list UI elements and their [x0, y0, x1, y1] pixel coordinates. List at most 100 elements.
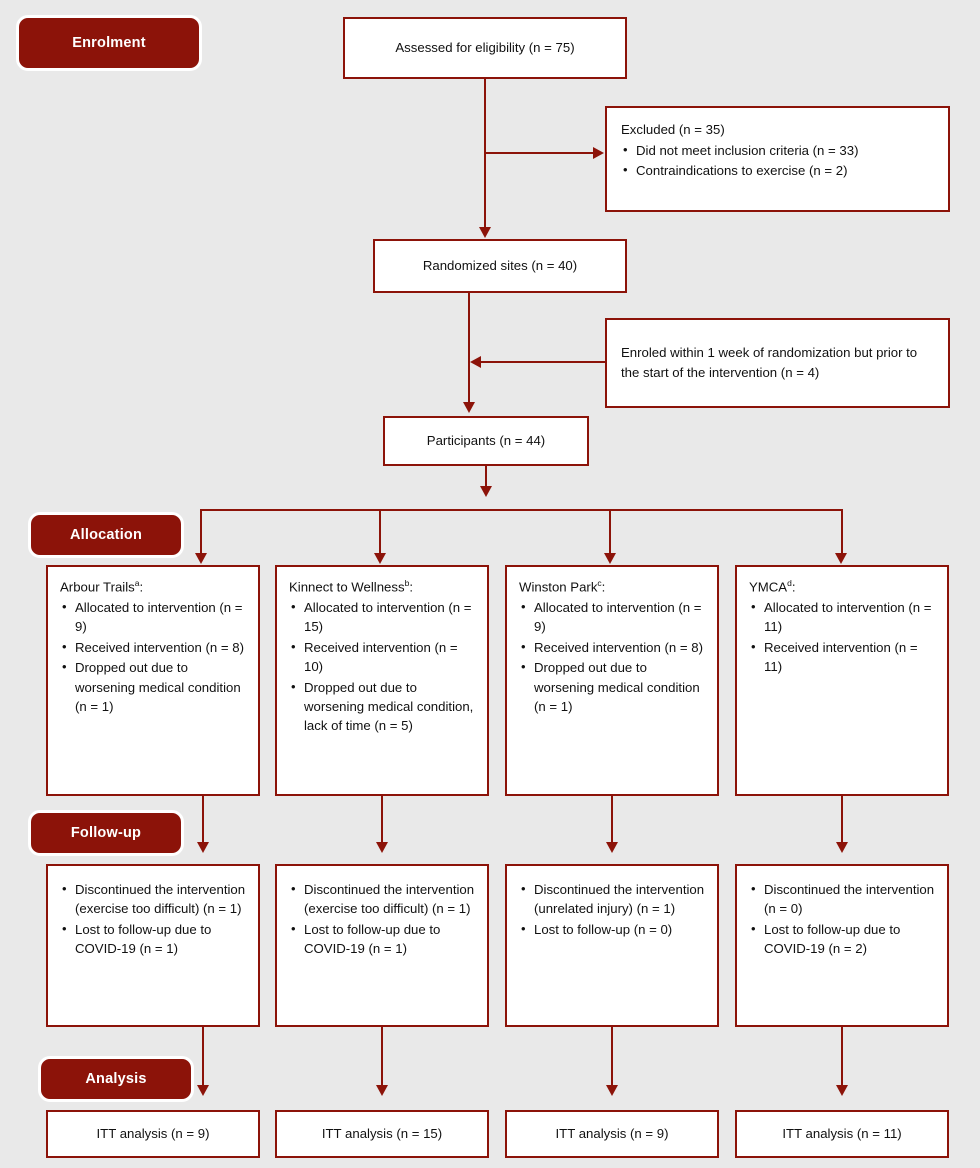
analysis-box-winston-park: ITT analysis (n = 9): [505, 1110, 719, 1158]
list-item: Received intervention (n = 10): [289, 637, 475, 677]
list-item: Dropped out due to worsening medical con…: [60, 657, 246, 716]
list-item: Contraindications to exercise (n = 2): [621, 160, 934, 180]
arrowhead-bus-to-arm-4: [835, 553, 848, 564]
connector-allocation-to-followup-2: [381, 796, 384, 846]
site-marker: a: [134, 578, 140, 588]
connector-bus-to-arm-4: [840, 509, 843, 557]
site-label: Winston Park: [519, 579, 598, 595]
connector-enroled-note-to-stem: [481, 361, 605, 364]
analysis-text: ITT analysis (n = 9): [555, 1126, 669, 1142]
assessed-text: Assessed for eligibility (n = 75): [395, 40, 575, 56]
stage-label-followup-text: Follow-up: [70, 825, 142, 841]
arrowhead-enroled-note-to-stem: [470, 355, 481, 368]
site-label: Kinnect to Wellness: [289, 579, 405, 595]
allocation-site-name-3: Winston Parkc:: [519, 578, 606, 595]
followup-list-1: Discontinued the intervention (exercise …: [60, 879, 246, 959]
list-item: Lost to follow-up due to COVID-19 (n = 1…: [289, 919, 475, 959]
arrowhead-followup-to-analysis-3: [605, 1085, 618, 1096]
followup-box-winston-park: Discontinued the intervention (unrelated…: [505, 864, 719, 1027]
list-item: Received intervention (n = 11): [749, 637, 935, 677]
box-excluded: Excluded (n = 35) Did not meet inclusion…: [605, 106, 950, 212]
connector-followup-to-analysis-2: [381, 1027, 384, 1089]
list-item: Dropped out due to worsening medical con…: [289, 677, 475, 736]
list-item: Lost to follow-up (n = 0): [519, 919, 705, 939]
allocation-box-kinnect-to-wellness: Kinnect to Wellnessb: Allocated to inter…: [275, 565, 489, 796]
list-item: Discontinued the intervention (unrelated…: [519, 879, 705, 919]
connector-followup-to-analysis-1: [202, 1027, 205, 1089]
allocation-site-name-2: Kinnect to Wellnessb:: [289, 578, 413, 595]
analysis-box-arbour-trails: ITT analysis (n = 9): [46, 1110, 260, 1158]
arrowhead-participants-stem: [479, 486, 492, 497]
connector-allocation-to-followup-1: [202, 796, 205, 846]
analysis-text: ITT analysis (n = 11): [782, 1126, 902, 1142]
arrowhead-assessed-to-excluded: [593, 146, 604, 159]
arrowhead-bus-to-arm-1: [194, 553, 207, 564]
stage-label-analysis-text: Analysis: [85, 1071, 147, 1087]
connector-participants-stem: [484, 466, 488, 488]
connector-followup-to-analysis-3: [611, 1027, 614, 1089]
enroled-note-text: Enroled within 1 week of randomization b…: [621, 345, 918, 380]
analysis-box-ymca: ITT analysis (n = 11): [735, 1110, 949, 1158]
site-marker: b: [404, 578, 410, 588]
connector-bus-to-arm-1: [200, 509, 203, 557]
arrowhead-randomized-to-participants: [462, 402, 475, 413]
followup-list-2: Discontinued the intervention (exercise …: [289, 879, 475, 959]
list-item: Allocated to intervention (n = 9): [519, 597, 705, 637]
arrowhead-allocation-to-followup-2: [375, 842, 388, 853]
connector-allocation-to-followup-4: [841, 796, 844, 846]
arrowhead-assessed-to-randomized: [478, 227, 491, 238]
site-marker: c: [597, 578, 602, 588]
arrowhead-bus-to-arm-2: [373, 553, 386, 564]
stage-label-followup: Follow-up: [28, 810, 184, 856]
followup-box-kinnect-to-wellness: Discontinued the intervention (exercise …: [275, 864, 489, 1027]
site-label: YMCA: [749, 579, 788, 595]
stage-label-enrolment-text: Enrolment: [72, 35, 146, 51]
connector-followup-to-analysis-4: [841, 1027, 844, 1089]
stage-label-allocation-text: Allocation: [69, 527, 143, 543]
list-item: Allocated to intervention (n = 9): [60, 597, 246, 637]
randomized-text: Randomized sites (n = 40): [422, 258, 578, 274]
excluded-list: Did not meet inclusion criteria (n = 33)…: [621, 140, 934, 181]
list-item: Lost to follow-up due to COVID-19 (n = 2…: [749, 919, 935, 959]
connector-bus-to-arm-3: [609, 509, 612, 557]
list-item: Allocated to intervention (n = 11): [749, 597, 935, 637]
list-item: Lost to follow-up due to COVID-19 (n = 1…: [60, 919, 246, 959]
list-item: Discontinued the intervention (exercise …: [289, 879, 475, 919]
box-assessed-for-eligibility: Assessed for eligibility (n = 75): [343, 17, 627, 79]
allocation-site-name-4: YMCAd:: [749, 578, 796, 595]
allocation-box-winston-park: Winston Parkc: Allocated to intervention…: [505, 565, 719, 796]
arrowhead-followup-to-analysis-2: [375, 1085, 388, 1096]
arrowhead-followup-to-analysis-1: [196, 1085, 209, 1096]
stage-label-enrolment: Enrolment: [16, 15, 202, 71]
box-randomized-sites: Randomized sites (n = 40): [373, 239, 627, 293]
stage-label-analysis: Analysis: [38, 1056, 194, 1102]
list-item: Received intervention (n = 8): [60, 637, 246, 657]
stage-label-allocation: Allocation: [28, 512, 184, 558]
list-item: Did not meet inclusion criteria (n = 33): [621, 140, 934, 160]
list-item: Discontinued the intervention (n = 0): [749, 879, 935, 919]
list-item: Received intervention (n = 8): [519, 637, 705, 657]
list-item: Discontinued the intervention (exercise …: [60, 879, 246, 919]
box-participants: Participants (n = 44): [383, 416, 589, 466]
arrowhead-bus-to-arm-3: [603, 553, 616, 564]
arrowhead-allocation-to-followup-4: [835, 842, 848, 853]
analysis-text: ITT analysis (n = 15): [321, 1126, 443, 1142]
arrowhead-allocation-to-followup-1: [196, 842, 209, 853]
connector-bus-to-arm-2: [379, 509, 382, 557]
allocation-list-4: Allocated to intervention (n = 11) Recei…: [749, 597, 935, 677]
allocation-site-name-1: Arbour Trailsa:: [60, 578, 144, 595]
allocation-list-3: Allocated to intervention (n = 9) Receiv…: [519, 597, 705, 716]
connector-assessed-to-randomized: [483, 79, 487, 231]
followup-box-arbour-trails: Discontinued the intervention (exercise …: [46, 864, 260, 1027]
connector-allocation-bus: [200, 509, 843, 512]
excluded-lead: Excluded (n = 35): [621, 122, 725, 137]
followup-box-ymca: Discontinued the intervention (n = 0) Lo…: [735, 864, 949, 1027]
allocation-list-1: Allocated to intervention (n = 9) Receiv…: [60, 597, 246, 716]
connector-allocation-to-followup-3: [611, 796, 614, 846]
site-label: Arbour Trails: [60, 579, 135, 595]
arrowhead-allocation-to-followup-3: [605, 842, 618, 853]
allocation-box-arbour-trails: Arbour Trailsa: Allocated to interventio…: [46, 565, 260, 796]
allocation-list-2: Allocated to intervention (n = 15) Recei…: [289, 597, 475, 736]
allocation-box-ymca: YMCAd: Allocated to intervention (n = 11…: [735, 565, 949, 796]
